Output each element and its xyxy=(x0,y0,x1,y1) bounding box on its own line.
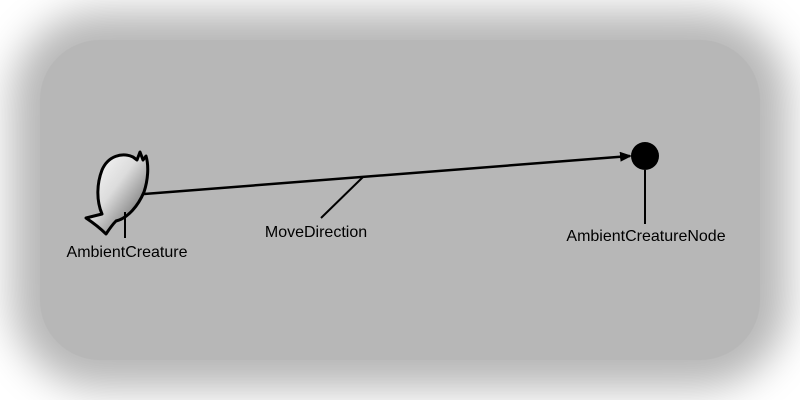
node-label: AmbientCreatureNode xyxy=(566,228,725,245)
node-dot-icon xyxy=(631,142,659,170)
direction-label-leader xyxy=(320,176,364,219)
creature-label: AmbientCreature xyxy=(67,244,188,261)
diagram-background xyxy=(40,40,760,360)
move-direction-arrow xyxy=(143,151,632,196)
fish-icon xyxy=(84,150,150,236)
direction-label: MoveDirection xyxy=(265,224,367,241)
